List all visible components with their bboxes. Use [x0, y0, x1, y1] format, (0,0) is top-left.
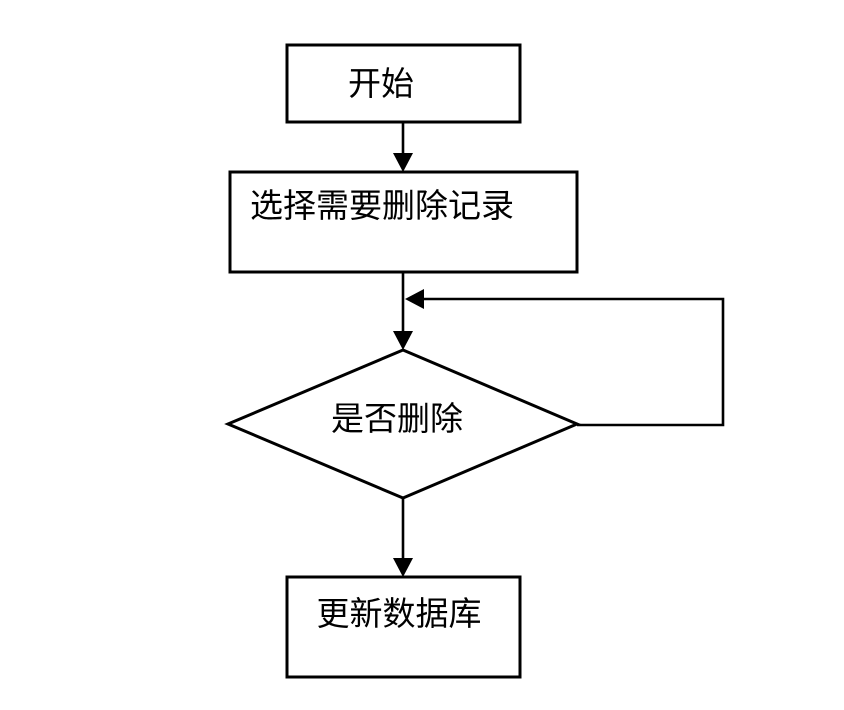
start-label: 开始 [348, 64, 414, 103]
start-box [285, 43, 522, 124]
node-select-records: 选择需要删除记录 [228, 170, 579, 274]
select-records-box [228, 170, 579, 274]
node-start: 开始 [285, 43, 522, 124]
arrowhead-down-icon [393, 153, 413, 172]
loop-line [424, 297, 725, 427]
arrowhead-down-icon [393, 331, 413, 350]
node-confirm-delete: 是否删除 [224, 348, 581, 500]
edge-select-to-decision [393, 272, 413, 350]
select-records-label: 选择需要删除记录 [250, 186, 514, 225]
arrowhead-down-icon [393, 558, 413, 577]
node-update-database: 更新数据库 [285, 575, 522, 679]
edge-decision-to-update [393, 498, 413, 577]
update-database-box [285, 575, 522, 679]
confirm-delete-label: 是否删除 [331, 399, 463, 438]
confirm-delete-diamond [224, 348, 581, 500]
edge-decision-loop-back [405, 289, 725, 427]
edge-start-to-select [393, 122, 413, 172]
update-database-label: 更新数据库 [317, 594, 482, 633]
arrowhead-left-icon [405, 289, 424, 309]
